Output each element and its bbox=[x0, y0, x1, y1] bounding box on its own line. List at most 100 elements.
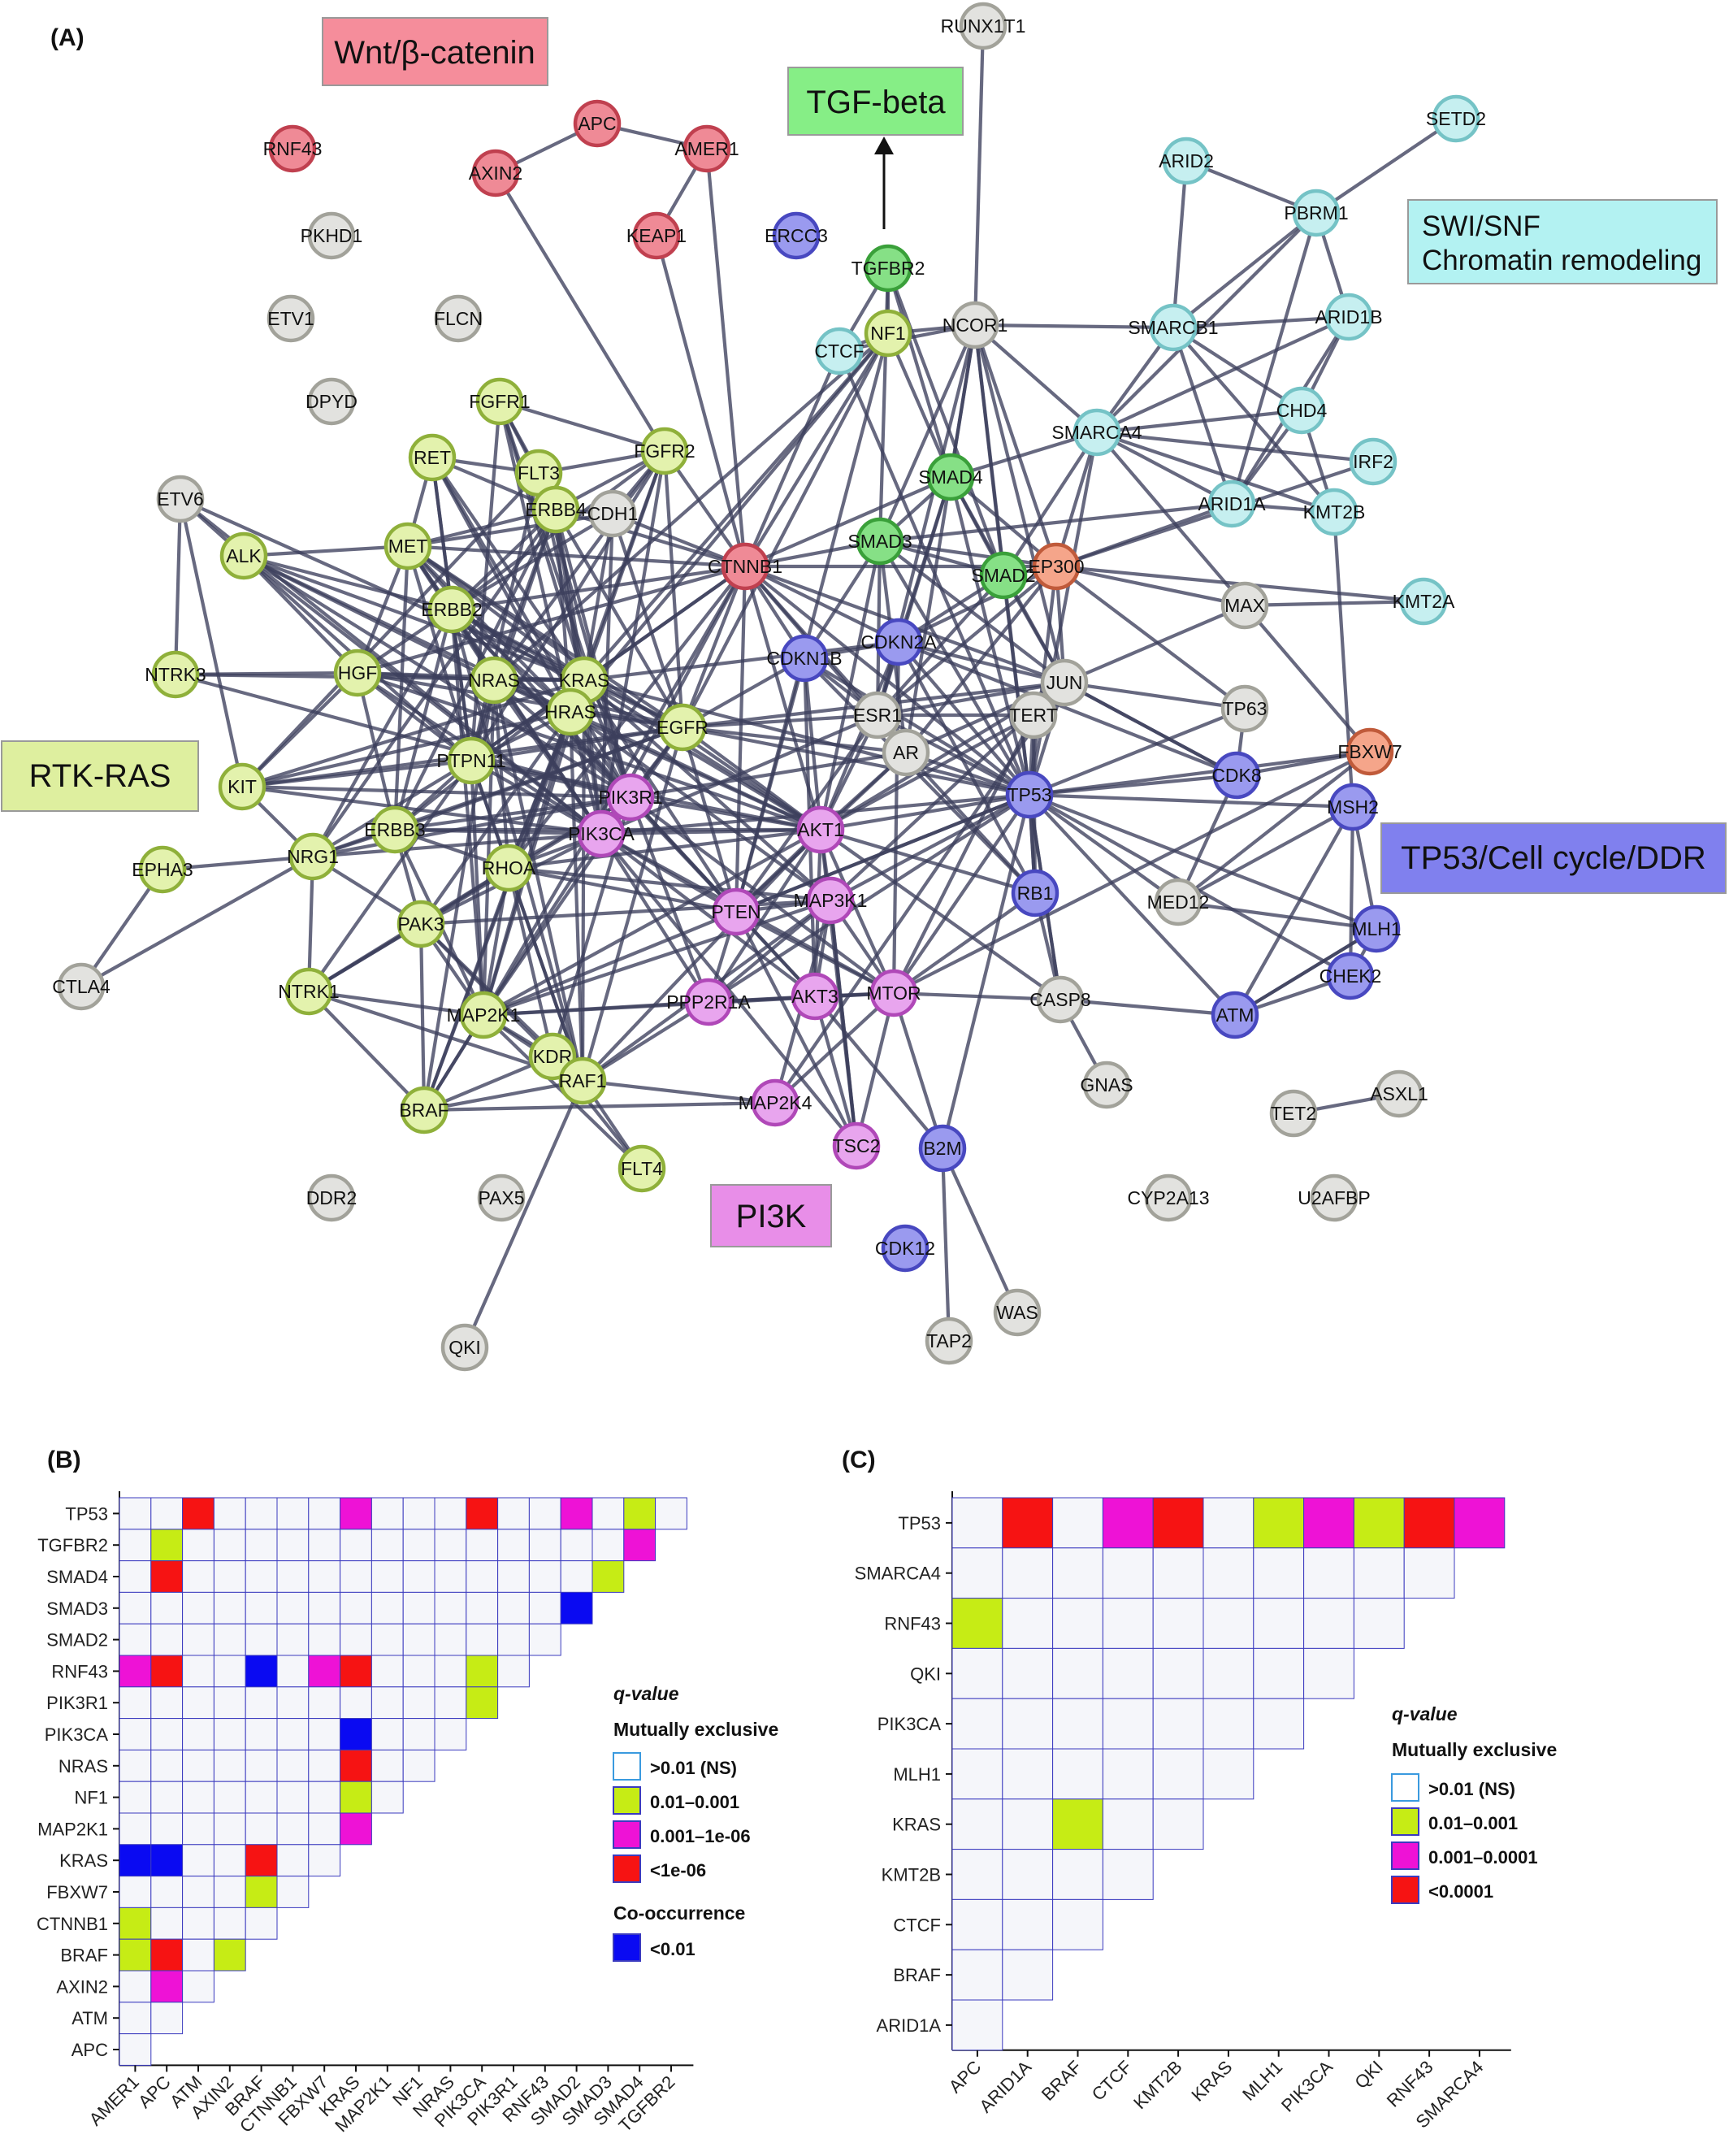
heat-col-label-ctcf: CTCF bbox=[1088, 2057, 1136, 2105]
node-label-smad4: SMAD4 bbox=[918, 466, 982, 488]
node-label-met: MET bbox=[388, 536, 428, 557]
edge-pak3-map3k1 bbox=[420, 898, 831, 926]
node-label-smarcb1: SMARCB1 bbox=[1128, 317, 1218, 338]
legend-swatch-c3 bbox=[613, 1820, 641, 1849]
node-circle-runx1t1 bbox=[959, 2, 1008, 50]
heat-cell-rnf43-amer1 bbox=[119, 1655, 152, 1688]
node-circle-pax5 bbox=[477, 1173, 526, 1222]
node-circle-smad2 bbox=[979, 551, 1028, 600]
legend-swatch-c2 bbox=[613, 1786, 641, 1815]
node-circle-nf1 bbox=[864, 309, 912, 358]
heat-row-label-kras: KRAS bbox=[59, 1850, 108, 1871]
heat-cell-pik3ca-mlh1 bbox=[1253, 1698, 1305, 1750]
node-label-flcn: FLCN bbox=[434, 308, 483, 329]
heat-cell-rnf43-pik3r1 bbox=[497, 1655, 530, 1688]
node-label-pik3ca: PIK3CA bbox=[568, 823, 635, 844]
node-circle-cyp2a13 bbox=[1144, 1173, 1193, 1222]
heat-cell-tgfbr2-smad4 bbox=[623, 1529, 656, 1562]
heat-cell-smad2-atm bbox=[182, 1623, 214, 1656]
heat-row-label-ctnnb1: CTNNB1 bbox=[37, 1914, 108, 1934]
heat-cell-ctnnb1-amer1 bbox=[119, 1907, 152, 1940]
node-label-pbrm1: PBRM1 bbox=[1284, 202, 1348, 223]
node-circle-cdkn2a bbox=[874, 618, 923, 666]
node-label-map3k1: MAP3K1 bbox=[794, 890, 868, 911]
edge-ar-pik3r1 bbox=[630, 750, 907, 800]
heat-cell-nf1-map2k1 bbox=[370, 1781, 404, 1814]
edge-raf1-map2k4 bbox=[582, 1078, 776, 1105]
node-egfr: EGFR bbox=[656, 703, 708, 752]
heat-cell-smad3-atm bbox=[182, 1591, 214, 1625]
node-label-akt1: AKT1 bbox=[797, 819, 844, 840]
heat-cell-smad3-pik3r1 bbox=[497, 1591, 530, 1625]
heat-cell-smad4-pik3r1 bbox=[497, 1560, 530, 1593]
edge-nras-raf1 bbox=[492, 679, 585, 1082]
heat-cell-axin2-apc bbox=[150, 1970, 184, 2003]
node-ep300: EP300 bbox=[1028, 542, 1085, 591]
edge-mtor-b2m bbox=[891, 992, 945, 1149]
legend-label-c3: 0.001–1e-06 bbox=[650, 1826, 751, 1846]
node-ntrk3: NTRK3 bbox=[145, 650, 206, 699]
node-circle-etv6 bbox=[156, 475, 205, 523]
edge-nf1-ctnnb1 bbox=[743, 332, 890, 568]
edge-max-fbxw7 bbox=[1243, 604, 1372, 753]
edge-cdkn2a-akt1 bbox=[819, 641, 900, 831]
legend-c: q-value Mutually exclusive >0.01 (NS)0.0… bbox=[1391, 1703, 1557, 1904]
heat-cell-pik3ca-map2k1 bbox=[370, 1718, 404, 1750]
node-label-chd4: CHD4 bbox=[1276, 400, 1328, 421]
heat-cell-smad4-rnf43 bbox=[528, 1560, 561, 1593]
node-circle-tgfbr2 bbox=[864, 244, 912, 293]
heat-cell-ctnnb1-apc bbox=[150, 1907, 184, 1940]
heat-cell-rnf43-fbxw7 bbox=[308, 1655, 341, 1688]
heat-cell-pik3ca-apc bbox=[150, 1718, 184, 1750]
edge-ctnnb1-cdkn2a bbox=[744, 565, 899, 644]
heat-cell-mlh1-kmt2b bbox=[1152, 1748, 1204, 1800]
edge-pik3r1-erbb3 bbox=[394, 795, 631, 832]
heat-cell-nras-ctnnb1 bbox=[276, 1749, 310, 1782]
heat-cell-smarca4-braf bbox=[1052, 1547, 1103, 1599]
heat-cell-pik3ca-atm bbox=[182, 1718, 214, 1750]
node-was: WAS bbox=[993, 1288, 1042, 1337]
heat-cell-kras-arid1a bbox=[1002, 1798, 1054, 1850]
node-circle-arid2 bbox=[1162, 137, 1211, 185]
edge-tert-mtor bbox=[892, 714, 1035, 994]
edge-msh2-atm bbox=[1233, 805, 1354, 1017]
edge-max-kmt2a bbox=[1244, 599, 1424, 608]
legend-label-c4: <0.0001 bbox=[1428, 1881, 1493, 1902]
node-ncor1: NCOR1 bbox=[942, 301, 1008, 349]
node-label-keap1: KEAP1 bbox=[626, 225, 687, 246]
node-pkhd1: PKHD1 bbox=[301, 211, 362, 260]
node-tap2: TAP2 bbox=[925, 1317, 973, 1365]
heat-cell-tgfbr2-apc bbox=[150, 1529, 184, 1562]
legend-swatch-c3 bbox=[1391, 1841, 1419, 1870]
pathway-box-pi3k: PI3K bbox=[710, 1184, 832, 1247]
node-cdk8: CDK8 bbox=[1211, 751, 1262, 800]
node-label-cdk12: CDK12 bbox=[875, 1238, 935, 1259]
heat-cell-smad2-nf1 bbox=[402, 1623, 436, 1656]
node-gnas: GNAS bbox=[1080, 1061, 1133, 1109]
node-ret: RET bbox=[408, 433, 457, 482]
node-circle-erbb2 bbox=[427, 585, 476, 634]
legend-label-ns: >0.01 (NS) bbox=[650, 1758, 737, 1778]
edge-ntrk1-map2k1 bbox=[308, 989, 484, 1017]
edge-cdkn1b-tp53 bbox=[803, 657, 1031, 796]
heat-cell-fbxw7-braf bbox=[245, 1876, 278, 1908]
edge-tp53-map3k1 bbox=[830, 793, 1030, 902]
heat-cell-rnf43-atm bbox=[182, 1655, 214, 1688]
node-tsc2: TSC2 bbox=[833, 1121, 880, 1170]
edge-hras-raf1 bbox=[568, 711, 585, 1082]
heat-cell-ctnnb1-axin2 bbox=[213, 1907, 246, 1940]
node-label-mtor: MTOR bbox=[866, 983, 921, 1004]
node-circle-erbb3 bbox=[370, 805, 419, 854]
heat-cell-smarca4-rnf43 bbox=[1403, 1547, 1455, 1599]
node-label-hras: HRAS bbox=[544, 701, 596, 722]
node-label-fbxw7: FBXW7 bbox=[1337, 741, 1402, 762]
edge-erbb2-nrg1 bbox=[311, 608, 453, 858]
heat-cell-smad3-nf1 bbox=[402, 1591, 436, 1625]
heat-cell-smad4-pik3ca bbox=[466, 1560, 499, 1593]
heat-cell-tp53-amer1 bbox=[119, 1497, 152, 1530]
heat-cell-rnf43-map2k1 bbox=[370, 1655, 404, 1688]
heat-cell-tgfbr2-kras bbox=[340, 1529, 372, 1562]
edge-etv6-ntrk3 bbox=[173, 498, 183, 675]
heat-cell-pik3r1-braf bbox=[245, 1686, 278, 1720]
heat-cell-smad2-pik3ca bbox=[466, 1623, 499, 1656]
